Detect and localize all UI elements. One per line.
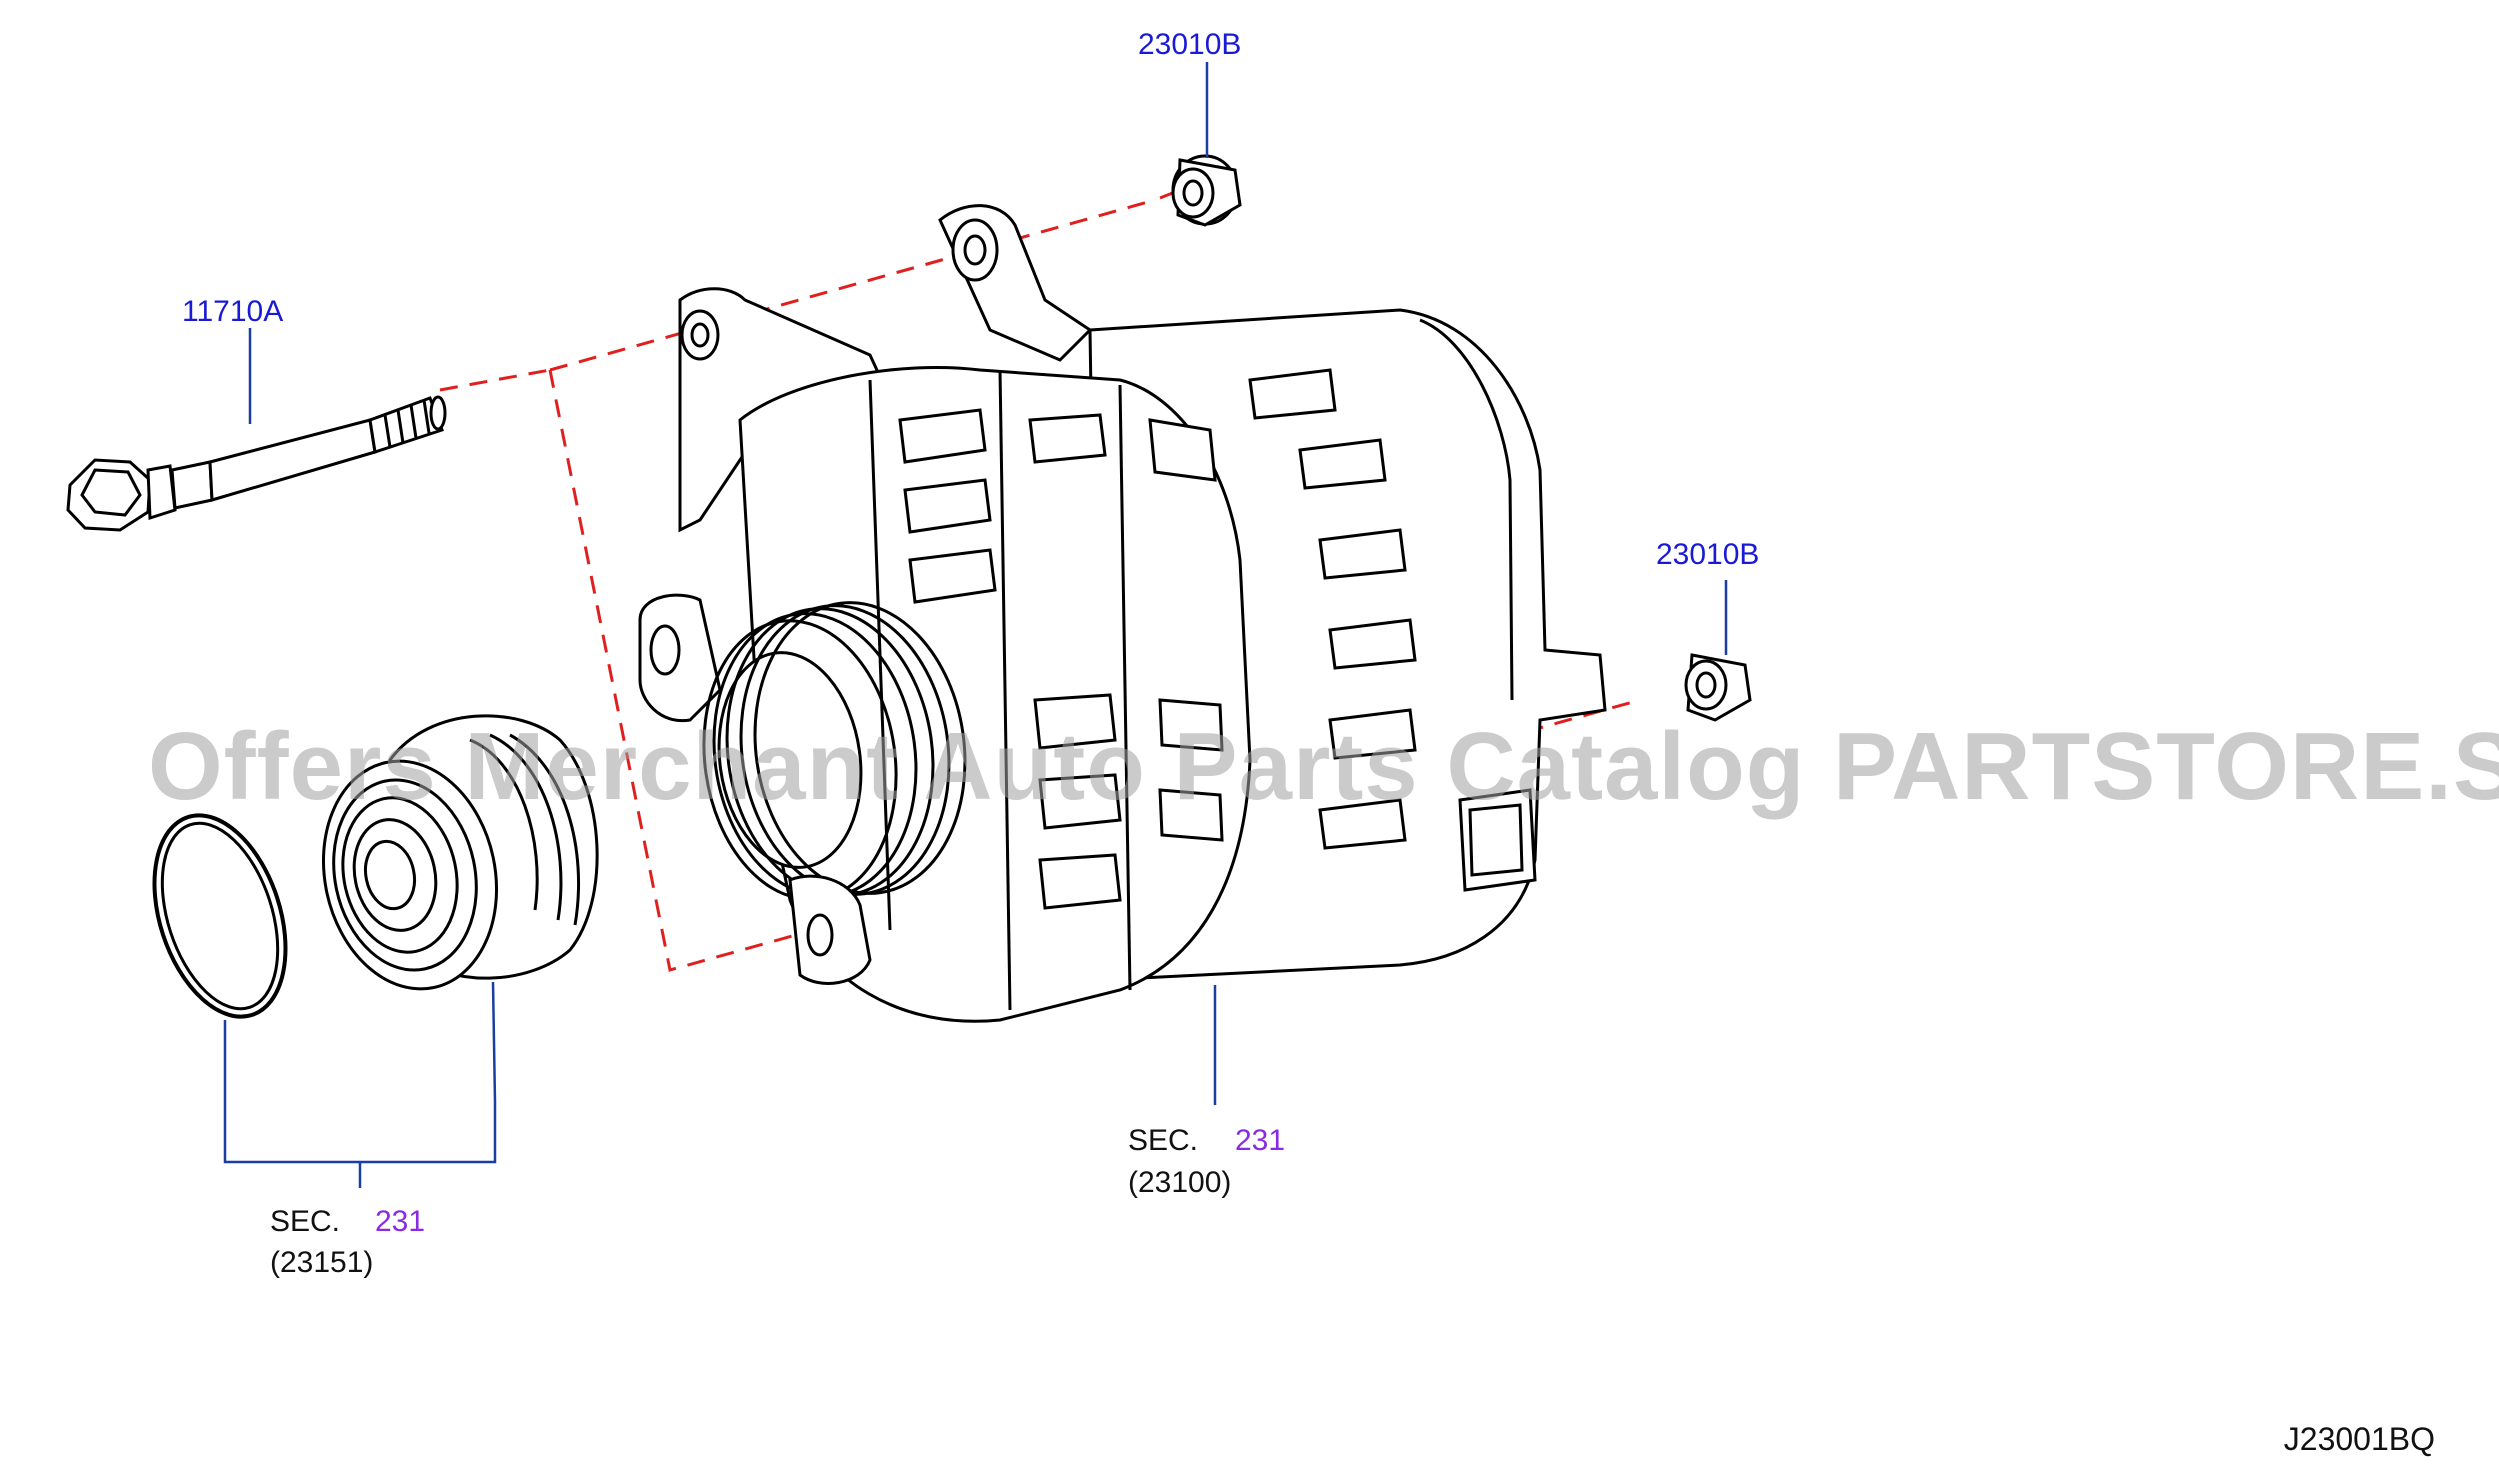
leader-lines [223, 62, 1728, 1188]
alternator-body [638, 204, 1607, 1023]
bolt [66, 395, 447, 532]
section-label-right-number[interactable]: 231 [1235, 1124, 1286, 1157]
o-ring [152, 813, 288, 1019]
nut-right [1684, 653, 1752, 722]
section-label-left-number[interactable]: 231 [375, 1205, 426, 1238]
section-label-right-code: (23100) [1128, 1166, 1232, 1199]
part-label-nut-top[interactable]: 23010B [1138, 28, 1242, 61]
pulley [321, 714, 599, 991]
section-label-left-prefix: SEC. [270, 1205, 341, 1238]
nut-top [1171, 154, 1242, 227]
diagram-code: J23001BQ [2283, 1421, 2435, 1457]
section-label-left-code: (23151) [270, 1246, 374, 1279]
section-label-right-prefix: SEC. [1128, 1124, 1199, 1157]
watermark: Offers Merchant Auto Parts Catalog PARTS… [148, 713, 2499, 820]
part-label-nut-right[interactable]: 23010B [1656, 538, 1760, 571]
part-label-bolt[interactable]: 11710A [182, 295, 284, 328]
